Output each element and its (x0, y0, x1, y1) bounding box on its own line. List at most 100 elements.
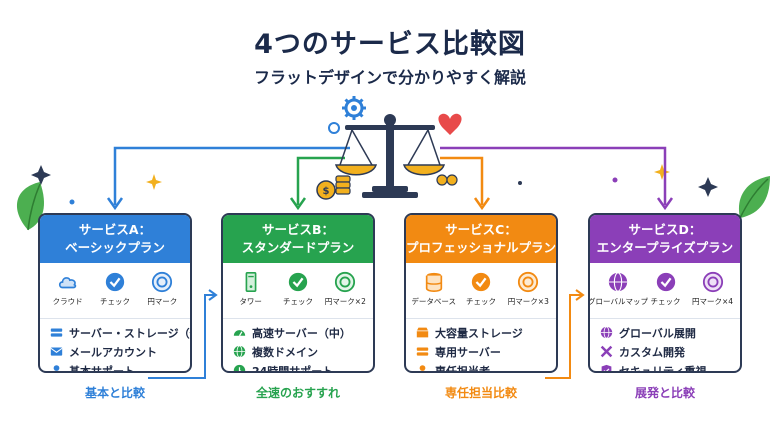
sparkle-icon (654, 164, 670, 180)
check-icon (471, 272, 491, 292)
leaf-left-icon (16, 182, 44, 231)
person-icon (53, 365, 60, 371)
feature-label: サーバー・ストレージ（低） (69, 326, 190, 340)
card-title: サービスA： (78, 222, 152, 237)
card-icon-row: クラウド チェック 円マーク (40, 263, 190, 319)
mail-icon (50, 347, 63, 356)
icon-item: グローバルマップ (590, 271, 648, 318)
card-plan-name: スタンダードプラン (241, 240, 355, 255)
storage-icon (416, 327, 429, 338)
icon-item: チェック (274, 271, 321, 318)
feature-item: 大容量ストレージ (416, 323, 548, 342)
feature-item: セキュリティ重視 (600, 361, 732, 371)
feature-label: メールアカウント (69, 345, 157, 359)
feature-label: 高速サーバー（中） (252, 326, 351, 340)
icon-label: データベース (411, 297, 456, 306)
server-icon (416, 347, 429, 356)
circle-mark-icon (335, 271, 356, 293)
card-header: サービスC： プロフェッショナルプラン (406, 215, 556, 263)
feature-item: 24時間サポート (233, 361, 365, 373)
tools-icon (600, 345, 613, 358)
card-title: サービスD： (628, 222, 702, 237)
feature-item: 基本サポート (50, 361, 182, 373)
icon-label: 円マーク×4 (691, 297, 734, 306)
leaf-right-icon (738, 176, 770, 219)
icon-label: チェック (465, 297, 496, 306)
global-map-icon (608, 272, 628, 292)
card-plan-name: プロフェッショナルプラン (406, 240, 557, 255)
feature-item: メールアカウント (50, 342, 182, 361)
icon-label: 円マーク×3 (507, 297, 549, 306)
circle-mark-icon (152, 271, 173, 293)
service-card-a: サービスA： ベーシックプラン クラウド チェック 円マーク サーバー・ストレー… (38, 213, 192, 373)
page-subtitle: フラットデザインで分かりやすく解説 (253, 68, 526, 87)
card-icon-row: グローバルマップ チェック 円マーク×4 (590, 263, 740, 319)
feature-list: サーバー・ストレージ（低） メールアカウント 基本サポート (40, 319, 190, 373)
circle-mark-icon (518, 271, 539, 293)
server-icon (50, 328, 63, 337)
svg-text:$: $ (323, 186, 330, 197)
bottom-label-c: 専任担当比較 (444, 386, 517, 400)
feature-label: カスタム開発 (619, 345, 685, 359)
coins-right-icon (436, 174, 458, 186)
check-icon (288, 272, 308, 292)
feature-label: 大容量ストレージ (435, 326, 523, 340)
bottom-label-d: 展発と比較 (634, 386, 695, 400)
card-icon-row: データベース チェック 円マーク×3 (406, 263, 556, 319)
balance-scale-icon (334, 114, 446, 198)
feature-label: 専任担当者 (435, 364, 490, 373)
service-card-b: サービスB： スタンダードプラン タワー チェック 円マーク×2 高速サーバー（… (221, 213, 375, 373)
check-icon (656, 272, 675, 292)
check-icon (105, 272, 125, 292)
icon-item: チェック (457, 271, 504, 318)
icon-label: チェック (99, 297, 130, 306)
sparkle-icon (31, 165, 51, 185)
sparkle-icon (698, 177, 718, 197)
circle-mark-icon (702, 271, 723, 293)
feature-label: 基本サポート (69, 364, 135, 373)
icon-item: データベース (410, 271, 457, 318)
card-plan-name: エンタープライズプラン (596, 240, 734, 255)
feature-item: 複数ドメイン (233, 342, 365, 361)
icon-label: クラウド (52, 297, 83, 306)
card-title: サービスB： (261, 222, 335, 237)
icon-label: タワー (239, 297, 262, 306)
card-header: サービスB： スタンダードプラン (223, 215, 373, 263)
card-icon-row: タワー チェック 円マーク×2 (223, 263, 373, 319)
feature-label: グローバル展開 (619, 326, 696, 340)
bottom-label-a: 基本と比較 (84, 386, 145, 400)
feature-label: 専用サーバー (435, 345, 501, 359)
feature-list: グローバル展開 カスタム開発 セキュリティ重視 (590, 319, 740, 371)
icon-item: クラウド (44, 271, 91, 318)
feature-list: 高速サーバー（中） 複数ドメイン 24時間サポート (223, 319, 373, 373)
gear-small-icon (328, 122, 340, 134)
feature-item: 高速サーバー（中） (233, 323, 365, 342)
icon-item: チェック (91, 271, 138, 318)
page-title: 4つのサービス比較図 (254, 29, 526, 60)
card-header: サービスA： ベーシックプラン (40, 215, 190, 263)
icon-label: チェック (650, 297, 681, 306)
service-card-c: サービスC： プロフェッショナルプラン データベース チェック 円マーク×3 大… (404, 213, 558, 373)
feature-item: 専用サーバー (416, 342, 548, 361)
clock-icon (233, 364, 246, 371)
icon-item: 円マーク (139, 271, 186, 318)
shield-icon (601, 364, 612, 371)
icon-item: 円マーク×3 (505, 271, 552, 318)
card-title: サービスC： (445, 222, 517, 237)
gear-icon (342, 96, 366, 120)
feature-item: カスタム開発 (600, 342, 732, 361)
feature-list: 大容量ストレージ 専用サーバー 専任担当者 (406, 319, 556, 373)
feature-label: 24時間サポート (252, 364, 334, 373)
icon-item: チェック (642, 271, 689, 318)
feature-label: 複数ドメイン (252, 345, 318, 359)
heart-icon (438, 113, 462, 135)
card-plan-name: ベーシックプラン (65, 240, 165, 255)
feature-item: サーバー・ストレージ（低） (50, 323, 190, 342)
icon-label: 円マーク (147, 297, 178, 306)
cloud-icon (58, 277, 76, 289)
service-card-d: サービスD： エンタープライズプラン グローバルマップ チェック 円マーク×4 … (588, 213, 742, 373)
icon-label: グローバルマップ (588, 297, 648, 306)
icon-item: 円マーク×2 (322, 271, 369, 318)
globe-icon (233, 345, 246, 358)
